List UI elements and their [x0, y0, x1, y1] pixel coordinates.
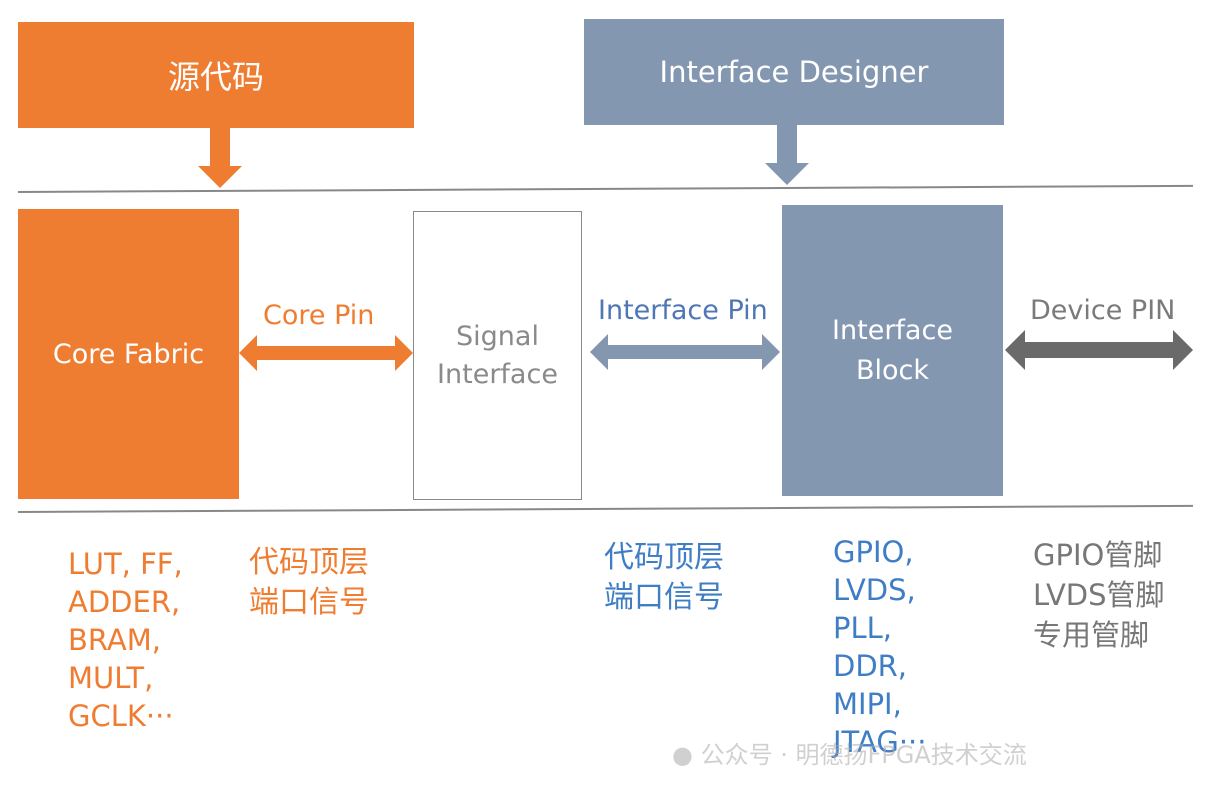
core-item: MULT, [68, 661, 154, 695]
source-code-down-arrow [198, 128, 242, 188]
signal-interface-block: Signal Interface [413, 211, 582, 500]
interface-designer-box: Interface Designer [584, 19, 1004, 125]
top-divider-line [17, 184, 1193, 193]
core-pin-arrow [239, 335, 413, 371]
interface-block-items: GPIO, LVDS, PLL, DDR, MIPI, JTAG··· [833, 533, 926, 761]
interface-designer-down-arrow [765, 125, 809, 185]
core-fabric-items: LUT, FF, ADDER, BRAM, MULT, GCLK··· [68, 545, 183, 735]
bottom-divider-line [17, 504, 1193, 513]
interface-block-item: JTAG··· [833, 725, 927, 759]
signal-interface-label-line2: Interface [437, 358, 558, 390]
device-pin-label: Device PIN [1030, 295, 1176, 326]
interface-pin-desc-line: 代码顶层 [604, 540, 724, 575]
source-code-box: 源代码 [18, 22, 414, 128]
core-pin-label: Core Pin [263, 300, 375, 331]
interface-block-item: PLL, [833, 611, 893, 645]
core-pin-desc-line: 代码顶层 [249, 545, 369, 580]
device-pin-arrow [1005, 330, 1193, 370]
wechat-icon: ● [672, 741, 693, 769]
device-pin-description: GPIO管脚 LVDS管脚 专用管脚 [1033, 535, 1165, 655]
core-item: LUT, FF, [68, 547, 183, 581]
interface-pin-description: 代码顶层 端口信号 [604, 538, 724, 618]
core-fabric-block: Core Fabric [18, 209, 239, 499]
interface-block: Interface Block [782, 205, 1003, 496]
core-fabric-label: Core Fabric [52, 338, 205, 370]
signal-interface-label-line1: Signal [456, 320, 539, 352]
watermark: ● 公众号 · 明德扬FPGA技术交流 [672, 735, 1027, 770]
interface-pin-label: Interface Pin [598, 295, 768, 326]
interface-block-item: DDR, [833, 649, 908, 683]
interface-designer-label: Interface Designer [659, 55, 929, 89]
interface-pin-desc-line: 端口信号 [604, 580, 724, 615]
core-item: GCLK··· [68, 699, 174, 733]
core-item: BRAM, [68, 623, 161, 657]
interface-block-label-line1: Interface [832, 314, 953, 346]
interface-block-item: LVDS, [833, 573, 916, 607]
core-pin-description: 代码顶层 端口信号 [249, 543, 369, 623]
core-item: ADDER, [68, 585, 181, 619]
device-pin-desc-line: LVDS管脚 [1033, 578, 1165, 612]
core-pin-desc-line: 端口信号 [249, 585, 369, 620]
device-pin-desc-line: 专用管脚 [1033, 618, 1150, 652]
interface-block-item: MIPI, [833, 687, 902, 721]
device-pin-desc-line: GPIO管脚 [1033, 538, 1163, 572]
interface-pin-arrow [590, 334, 780, 370]
watermark-text: 公众号 · 明德扬FPGA技术交流 [700, 741, 1027, 769]
source-code-label: 源代码 [167, 58, 264, 96]
interface-block-item: GPIO, [833, 535, 914, 569]
interface-block-label-line2: Block [855, 354, 930, 386]
